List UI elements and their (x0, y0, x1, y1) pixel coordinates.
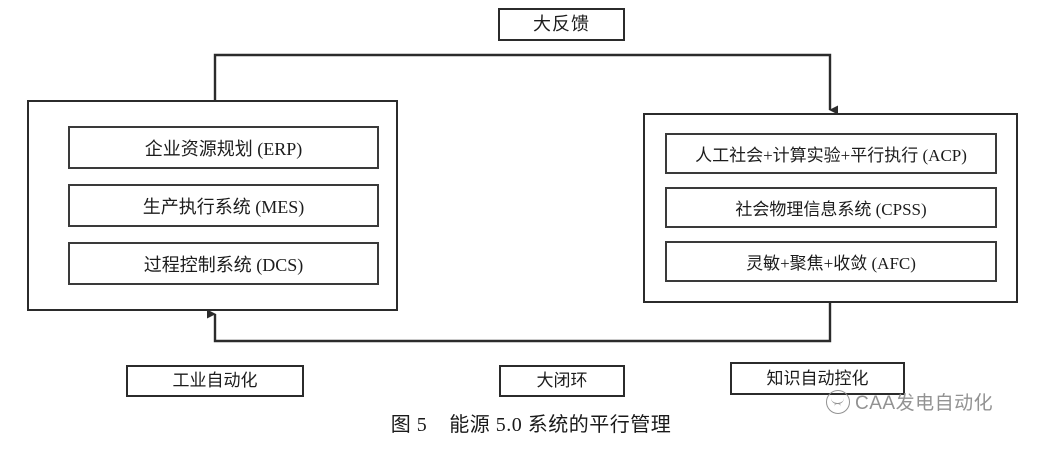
panel-box-afc: 灵敏+聚焦+收敛 (AFC) (665, 241, 997, 282)
industrial-automation-panel: 企业资源规划 (ERP) 生产执行系统 (MES) 过程控制系统 (DCS) (27, 100, 398, 311)
panel-box-mes-label: 生产执行系统 (MES) (142, 196, 305, 217)
panel-box-mes: 生产执行系统 (MES) (68, 184, 379, 227)
panel-box-afc-label: 灵敏+聚焦+收敛 (AFC) (746, 254, 916, 273)
panel-box-dcs-label: 过程控制系统 (DCS) (143, 254, 304, 275)
bottom-label-knowledge-automation: 知识自动控化 (730, 362, 905, 395)
figure-caption-text: 能源 5.0 系统的平行管理 (449, 414, 672, 436)
figure-caption-prefix: 图 5 (390, 414, 428, 436)
bottom-label-left-text: 工业自动化 (172, 371, 258, 391)
panel-box-cpss: 社会物理信息系统 (CPSS) (665, 187, 997, 228)
bottom-label-industrial-automation: 工业自动化 (126, 365, 304, 397)
panel-box-erp-label: 企业资源规划 (ERP) (144, 138, 303, 159)
caa-circle-logo-icon (826, 389, 850, 414)
bottom-label-big-closed-loop: 大闭环 (499, 365, 625, 397)
figure-caption: 图 5 能源 5.0 系统的平行管理 (0, 408, 1062, 437)
panel-box-acp-label: 人工社会+计算实验+平行执行 (ACP) (695, 146, 967, 165)
panel-box-erp: 企业资源规划 (ERP) (68, 126, 379, 169)
panel-box-dcs: 过程控制系统 (DCS) (68, 242, 379, 285)
panel-box-acp: 人工社会+计算实验+平行执行 (ACP) (665, 133, 997, 174)
bottom-label-right-text: 知识自动控化 (766, 368, 869, 388)
watermark-text: CAA发电自动化 (855, 393, 994, 414)
panel-box-cpss-label: 社会物理信息系统 (CPSS) (735, 200, 927, 219)
watermark: CAA发电自动化 (826, 388, 993, 415)
knowledge-automation-panel: 人工社会+计算实验+平行执行 (ACP) 社会物理信息系统 (CPSS) 灵敏+… (643, 113, 1018, 303)
top-feedback-label: 大反馈 (533, 14, 590, 35)
top-feedback-box: 大反馈 (498, 8, 625, 41)
bottom-label-center-text: 大闭环 (536, 371, 588, 391)
